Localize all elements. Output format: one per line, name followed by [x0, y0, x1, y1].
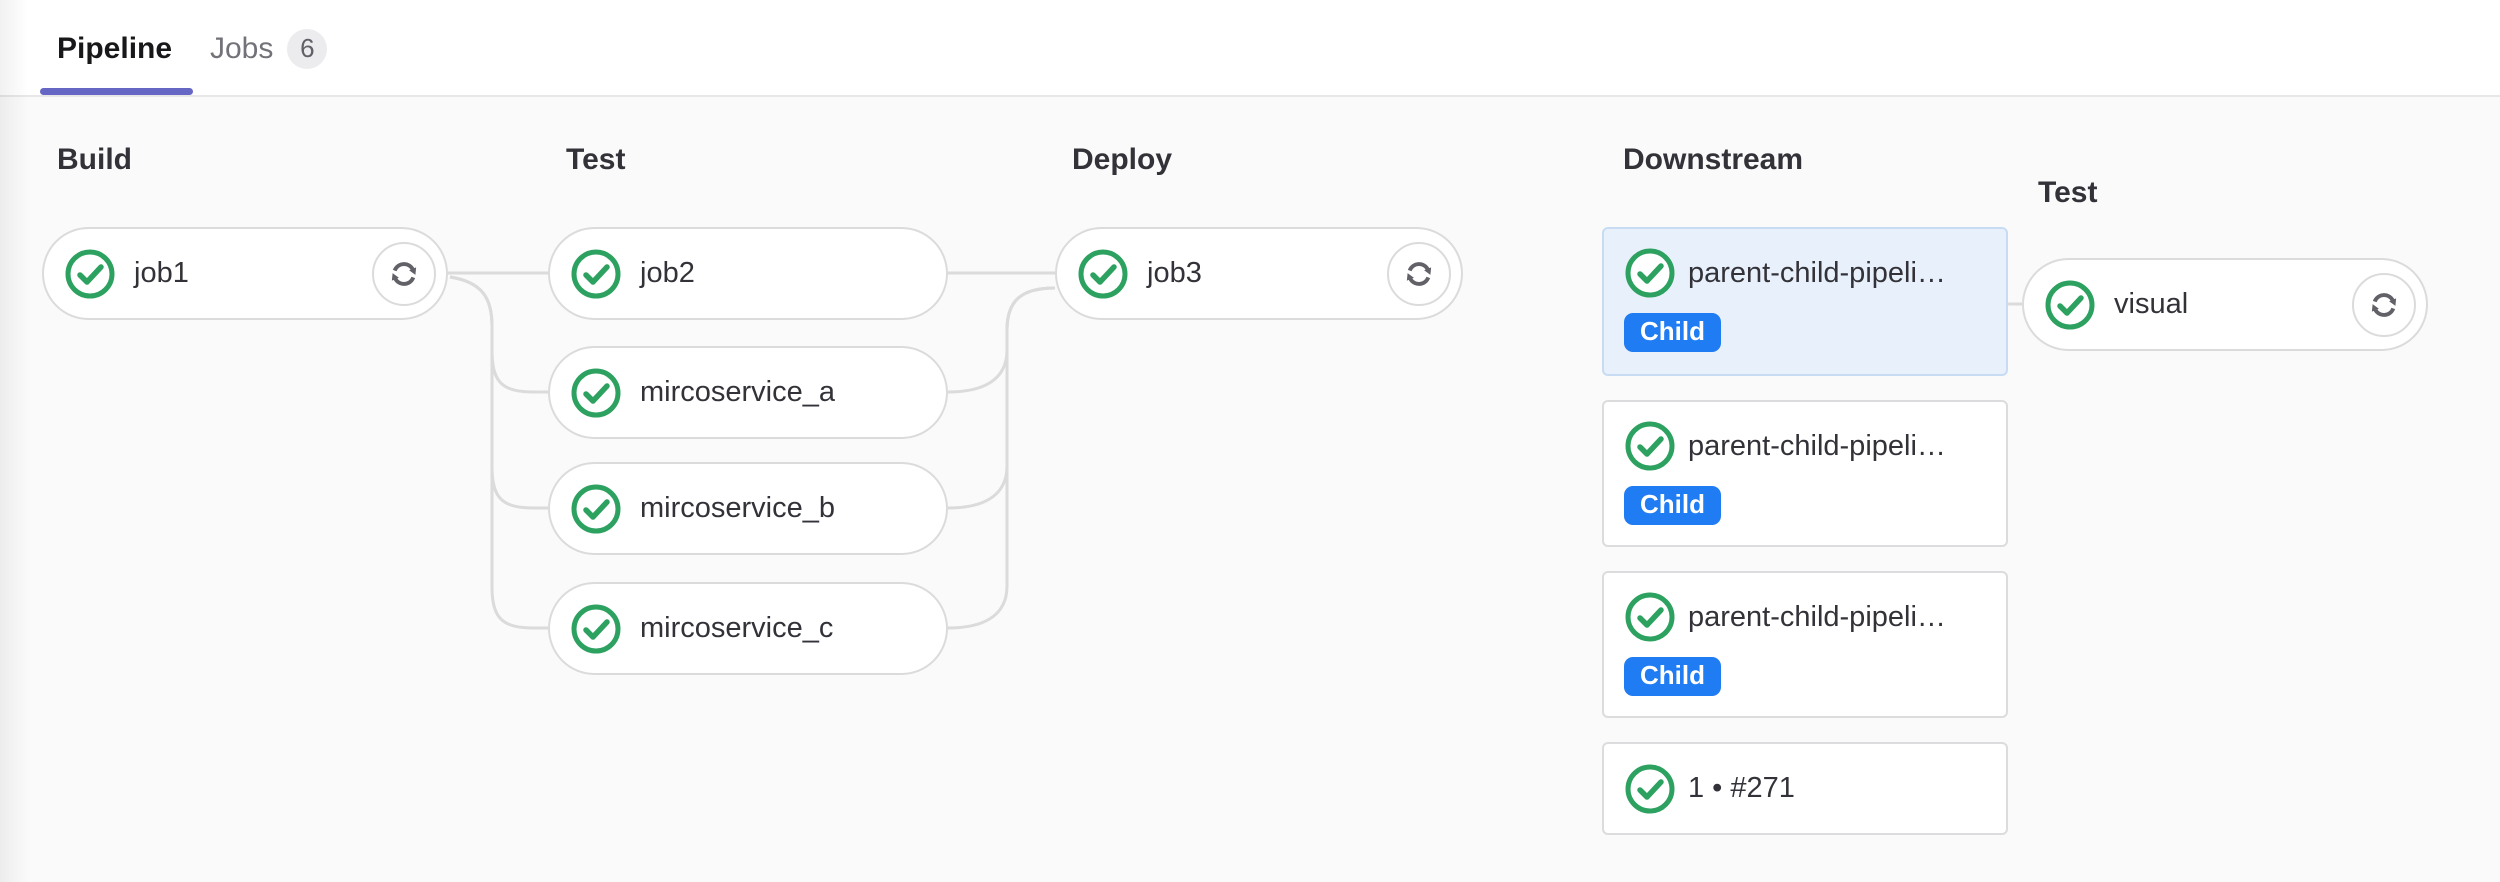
child-badge: Child — [1624, 313, 1721, 352]
downstream-pipeline-card[interactable]: parent-child-pipeli… Child — [1602, 400, 2008, 547]
left-scroll-shadow — [0, 0, 28, 882]
tab-pipeline-label: Pipeline — [57, 31, 173, 65]
job-name: job1 — [134, 257, 189, 289]
status-success-icon — [571, 484, 621, 533]
status-success-icon — [1078, 249, 1128, 298]
tab-bar: Pipeline Jobs 6 — [0, 0, 2500, 97]
job-name: visual — [2114, 288, 2189, 320]
tab-pipeline[interactable]: Pipeline — [57, 0, 172, 97]
downstream-pipeline-name: 1 • #271 — [1688, 772, 1795, 804]
job-pill-visual[interactable]: visual — [2022, 258, 2428, 351]
status-success-icon — [65, 249, 115, 298]
tab-jobs-label: Jobs — [210, 31, 274, 65]
stage-header-test: Test — [566, 143, 626, 176]
retry-button[interactable] — [372, 241, 436, 306]
downstream-pipeline-card[interactable]: parent-child-pipeli… Child — [1602, 227, 2008, 376]
job-pill-job2[interactable]: job2 — [548, 227, 948, 320]
job-name: mircoservice_a — [640, 376, 835, 408]
downstream-pipeline-name: parent-child-pipeli… — [1688, 429, 1946, 462]
job-pill-job1[interactable]: job1 — [42, 227, 448, 320]
downstream-pipeline-name: parent-child-pipeli… — [1688, 600, 1946, 633]
child-badge: Child — [1624, 486, 1721, 525]
stage-header-build: Build — [57, 143, 132, 176]
tab-jobs[interactable]: Jobs 6 — [210, 0, 328, 97]
child-badge: Child — [1624, 657, 1721, 696]
status-success-icon — [1625, 764, 1675, 813]
job-name: mircoservice_b — [640, 492, 835, 524]
job-pill-mircoservice-c[interactable]: mircoservice_c — [548, 582, 948, 675]
stage-header-test-downstream: Test — [2038, 176, 2098, 209]
downstream-pipeline-name: parent-child-pipeli… — [1688, 256, 1946, 289]
stage-header-downstream: Downstream — [1623, 143, 1804, 176]
downstream-pipeline-card[interactable]: 1 • #271 — [1602, 742, 2008, 835]
status-success-icon — [1625, 248, 1675, 298]
job-pill-mircoservice-b[interactable]: mircoservice_b — [548, 462, 948, 555]
job-name: job2 — [640, 257, 695, 289]
retry-icon — [2371, 292, 2397, 317]
status-success-icon — [2045, 280, 2095, 329]
retry-button[interactable] — [2352, 272, 2416, 337]
retry-button[interactable] — [1387, 241, 1451, 306]
stage-header-deploy: Deploy — [1072, 143, 1173, 176]
job-pill-job3[interactable]: job3 — [1055, 227, 1463, 320]
jobs-count-badge: 6 — [287, 28, 328, 69]
retry-icon — [1406, 261, 1432, 286]
retry-icon — [391, 261, 417, 286]
active-tab-indicator — [40, 88, 193, 95]
downstream-pipeline-card[interactable]: parent-child-pipeli… Child — [1602, 571, 2008, 718]
job-name: mircoservice_c — [640, 612, 834, 644]
job-pill-mircoservice-a[interactable]: mircoservice_a — [548, 346, 948, 439]
job-name: job3 — [1147, 257, 1202, 289]
status-success-icon — [571, 249, 621, 298]
status-success-icon — [1625, 592, 1675, 642]
status-success-icon — [571, 604, 621, 653]
status-success-icon — [1625, 421, 1675, 471]
status-success-icon — [571, 368, 621, 417]
